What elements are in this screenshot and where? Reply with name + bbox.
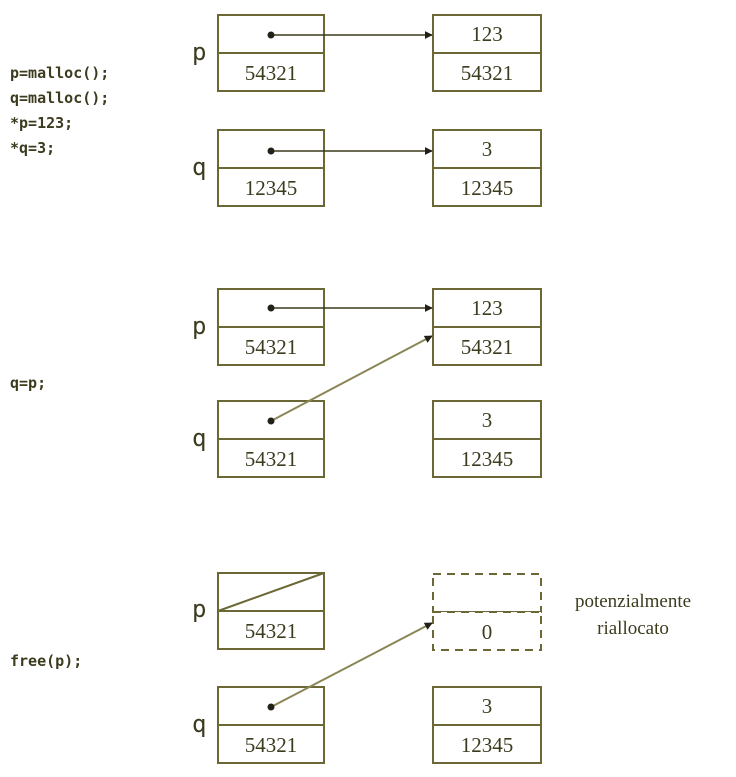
var-q-address: 54321 [245,447,298,471]
var-p-address-cell [217,326,325,366]
heap-block-value: 123 [471,296,503,320]
heap-block-address: 54321 [461,335,514,359]
var-label-p: p [192,38,206,66]
var-p-address: 54321 [245,335,298,359]
pointer-dot-q [267,147,275,155]
code-line: free(p); [10,652,82,670]
code-line: q=p; [10,374,46,392]
var-p-address: 54321 [245,619,298,643]
heap-block-value: 3 [482,408,493,432]
pointer-arrow-q [270,335,433,422]
var-label-q: q [192,153,206,181]
var-q-address-cell [217,724,325,764]
code-line: *q=3; [10,139,55,157]
code-line: *p=123; [10,114,73,132]
heap-block-address-cell [432,724,542,764]
heap-block-address: 12345 [461,176,514,200]
freed-block-lower-cell [432,611,542,651]
heap-block-value-cell [432,686,542,726]
panel-free: free(p); p 54321 0 potenzialmente riallo… [10,572,691,764]
var-label-p: p [192,595,206,623]
pointer-dot-q [267,417,275,425]
code-line: p=malloc(); [10,64,109,82]
reallocation-note: riallocato [597,618,669,639]
heap-block-address: 12345 [461,733,514,757]
var-p-address-cell [217,610,325,650]
var-label-q: q [192,424,206,452]
heap-block-value: 3 [482,694,493,718]
var-q-address: 12345 [245,176,298,200]
code-line: q=malloc(); [10,89,109,107]
var-q-address-cell [217,438,325,478]
heap-block-value-cell [432,129,542,169]
var-q-address: 54321 [245,733,298,757]
freed-block-value: 0 [482,620,493,644]
null-slash-line [217,572,325,612]
var-p-address: 54321 [245,61,298,85]
heap-block-address: 54321 [461,61,514,85]
pointer-arrow-q [270,622,433,708]
heap-block-value-cell [432,400,542,440]
heap-block-address-cell [432,326,542,366]
heap-block-address-cell [432,438,542,478]
heap-block-address-cell [432,167,542,207]
panel-assign: q=p; p 54321 123 54321 q 54321 3 12345 [10,288,542,478]
var-p-address-cell [217,52,325,92]
var-label-q: q [192,710,206,738]
var-label-p: p [192,312,206,340]
panel-malloc: p=malloc(); q=malloc(); *p=123; *q=3; p … [10,14,542,207]
reallocation-note: potenzialmente [575,591,691,612]
pointer-dot-p [267,31,275,39]
var-q-address-cell [217,167,325,207]
heap-block-value: 3 [482,137,493,161]
pointer-dot-q [267,703,275,711]
var-q-pointer-cell [217,686,325,726]
freed-block-value-cell [432,573,542,613]
heap-block-value: 123 [471,22,503,46]
pointer-dot-p [267,304,275,312]
heap-block-address-cell [432,52,542,92]
heap-block-address: 12345 [461,447,514,471]
